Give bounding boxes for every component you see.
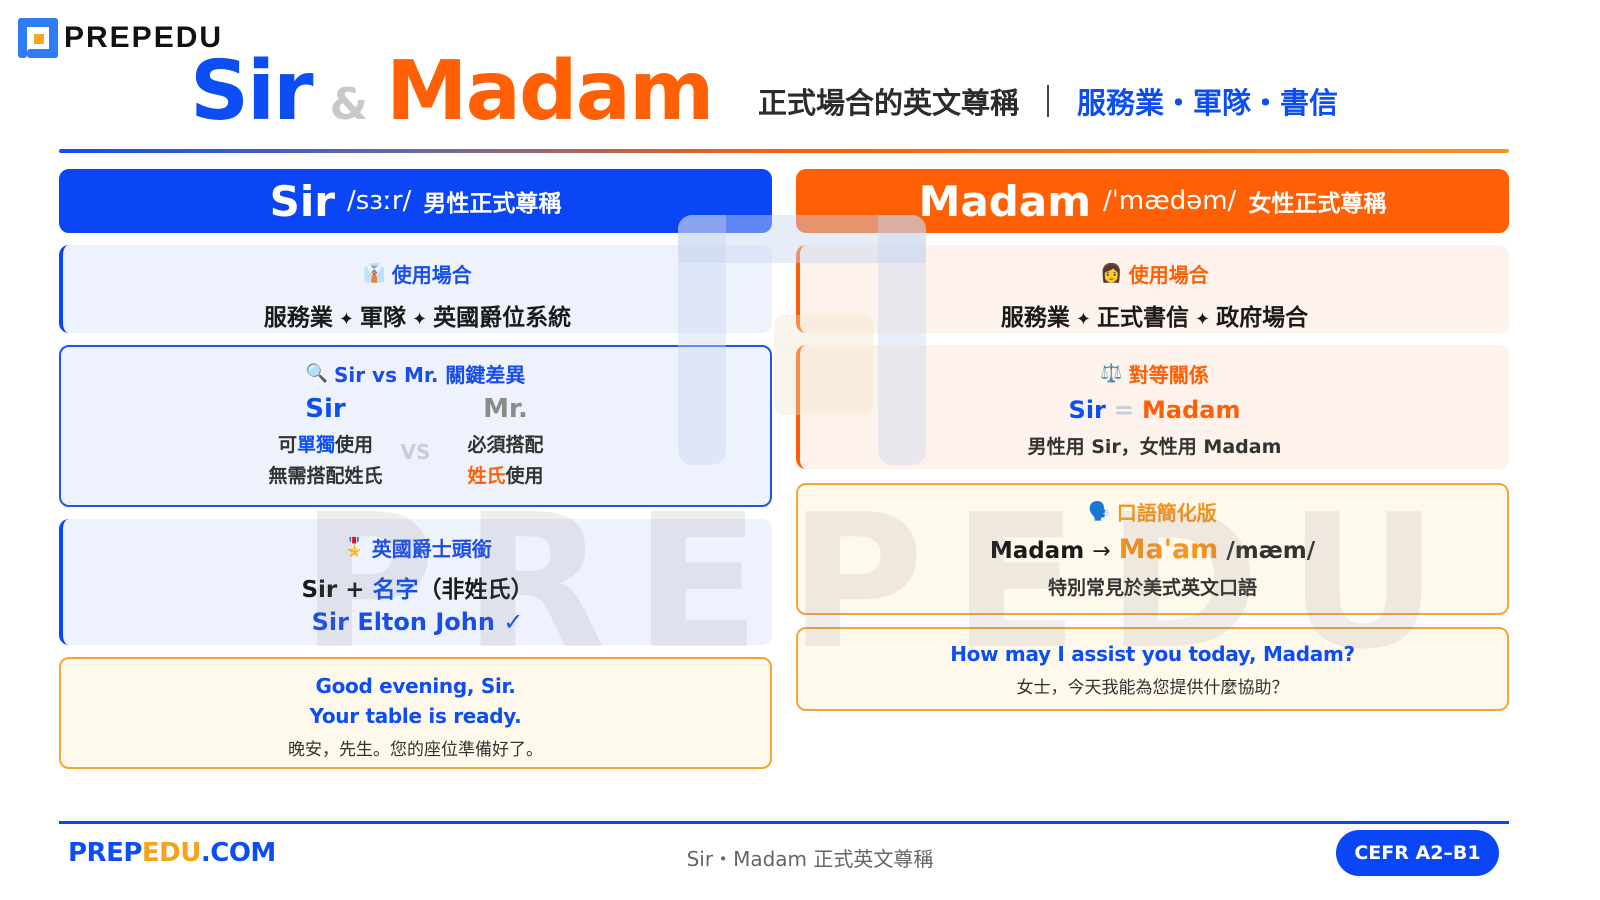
equivalence-card: ⚖️ 對等關係 Sir=Madam 男性用 Sir，女性用 Madam [796,345,1509,469]
banner-word: Madam [918,176,1091,226]
arrow-right-icon: → [1092,539,1111,564]
prepedu-logo-icon [18,18,58,58]
speaking-head-icon: 🗣️ [1088,501,1111,522]
comparison-word-sir: Sir [305,394,346,424]
usage-item: 英國爵位系統 [433,305,572,331]
comparison-line: 姓氏使用 [467,465,544,487]
sir-banner: Sir /sɜːr/ 男性正式尊稱 [59,169,772,233]
comparison-word-mr: Mr. [483,394,528,424]
usage-item: 服務業 [263,305,333,331]
comparison-line: 必須搭配 [467,434,544,456]
usage-list: 服務業✦正式書信✦政府場合 [800,298,1509,332]
usage-list: 服務業✦軍隊✦英國爵位系統 [63,298,772,332]
sir-vs-mr-card: 🔍 Sir vs Mr. 關鍵差異 Sir 可單獨使用 無需搭配姓氏 VS Mr… [59,345,772,507]
example-en-line: Your table is ready. [309,704,522,728]
equivalence-line: Sir=Madam [1068,396,1241,424]
sparkle-icon: ✦ [1075,309,1091,330]
spoken-transform: Madam → Ma'am /mæm/ [989,534,1316,565]
madam-banner: Madam /ˈmædəm/ 女性正式尊稱 [796,169,1509,233]
card-heading-label: 使用場合 [1128,263,1209,287]
footer-caption: Sir・Madam 正式英文尊稱 [686,847,934,871]
footer-divider [59,821,1509,824]
title-madam: Madam [385,44,714,139]
spoken-form-card: 🗣️ 口語簡化版 Madam → Ma'am /mæm/ 特別常見於美式英文口語 [796,483,1509,615]
comparison-grid: Sir 可單獨使用 無需搭配姓氏 VS Mr. 必須搭配 姓氏使用 [251,394,581,504]
example-translation: 女士，今天我能為您提供什麼協助？ [1016,678,1289,698]
vs-label: VS [400,440,431,464]
sparkle-icon: ✦ [338,309,354,330]
sir-comparison: Sir 可單獨使用 無需搭配姓氏 [251,394,401,488]
prepedu-logo: PREPEDU [18,18,223,58]
card-heading: 👩 使用場合 [800,259,1509,288]
logo-text: PREPEDU [64,21,224,54]
card-heading-label: 對等關係 [1128,363,1209,387]
sir-usage-card: 👔 使用場合 服務業✦軍隊✦英國爵位系統 [59,245,772,333]
sparkle-icon: ✦ [412,309,428,330]
sir-column: Sir /sɜːr/ 男性正式尊稱 👔 使用場合 服務業✦軍隊✦英國爵位系統 🔍… [59,169,772,769]
page-subtitle: 正式場合的英文尊稱 服務業・軍隊・書信 [758,80,1338,122]
card-heading: 🗣️ 口語簡化版 [798,497,1507,526]
knight-rule: Sir + 名字（非姓氏） [301,577,534,603]
usage-item: 正式書信 [1097,305,1189,331]
footer-brand-link[interactable]: PREPEDU.COM [68,838,276,868]
madam-usage-card: 👩 使用場合 服務業✦正式書信✦政府場合 [796,245,1509,333]
banner-ipa: /sɜːr/ [347,186,412,216]
subtitle-text: 正式場合的英文尊稱 [758,86,1020,120]
knight-example: Sir Elton John ✓ [311,608,524,636]
card-heading: 👔 使用場合 [63,259,772,288]
card-heading: ⚖️ 對等關係 [800,359,1509,388]
sir-example-card: Good evening, Sir. Your table is ready. … [59,657,772,769]
equivalence-desc: 男性用 Sir，女性用 Madam [1027,436,1282,458]
example-en-line: How may I assist you today, Madam? [950,642,1355,666]
madam-example-card: How may I assist you today, Madam? 女士，今天… [796,627,1509,711]
necktie-shirt-icon: 👔 [363,263,386,284]
usage-item: 政府場合 [1216,305,1309,331]
spoken-desc: 特別常見於美式英文口語 [1047,577,1257,599]
comparison-line: 可單獨使用 [277,434,374,456]
card-heading-label: 英國爵士頭銜 [371,537,492,561]
cefr-level-badge: CEFR A2–B1 [1336,830,1499,876]
knight-title-card: 🎖️ 英國爵士頭銜 Sir + 名字（非姓氏） Sir Elton John ✓ [59,519,772,645]
medal-icon: 🎖️ [343,537,366,558]
woman-icon: 👩 [1100,263,1123,284]
card-heading: 🔍 Sir vs Mr. 關鍵差異 [61,359,770,388]
card-heading: 🎖️ 英國爵士頭銜 [63,533,772,562]
page-title: Sir & Madam [190,44,714,139]
magnifier-icon: 🔍 [305,363,328,384]
card-heading-label: 口語簡化版 [1116,501,1217,525]
card-heading-label: Sir vs Mr. 關鍵差異 [333,363,526,387]
comparison-line: 無需搭配姓氏 [268,465,383,487]
banner-meaning: 女性正式尊稱 [1248,191,1387,217]
banner-meaning: 男性正式尊稱 [423,191,562,217]
banner-word: Sir [269,176,335,226]
subtitle-divider [1047,85,1050,117]
title-ampersand: & [329,79,368,130]
example-en-line: Good evening, Sir. [315,674,516,698]
title-sir: Sir [190,44,314,139]
mr-comparison: Mr. 必須搭配 姓氏使用 [431,394,581,488]
usage-item: 軍隊 [360,305,406,331]
header-gradient-divider [59,149,1509,153]
usage-item: 服務業 [1000,305,1070,331]
banner-ipa: /ˈmædəm/ [1102,186,1237,216]
scales-icon: ⚖️ [1100,363,1123,384]
example-translation: 晚安，先生。您的座位準備好了。 [288,740,543,760]
madam-column: Madam /ˈmædəm/ 女性正式尊稱 👩 使用場合 服務業✦正式書信✦政府… [796,169,1509,711]
sparkle-icon: ✦ [1195,309,1211,330]
subtitle-tags: 服務業・軍隊・書信 [1077,86,1339,120]
card-heading-label: 使用場合 [391,263,472,287]
